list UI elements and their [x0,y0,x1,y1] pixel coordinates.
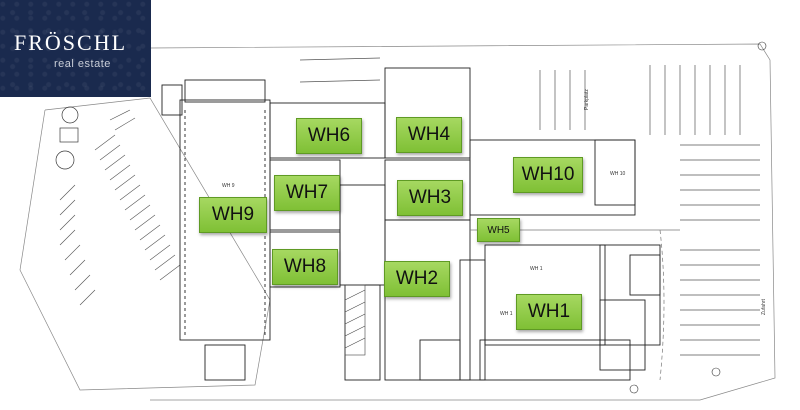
tag-wh3-label: WH3 [408,187,452,208]
tag-wh5[interactable]: WH5 [477,218,520,242]
west-boundary [19,97,271,391]
tag-wh8-label: WH8 [283,256,327,277]
tag-wh3[interactable]: WH3 [397,180,463,216]
label-street-north: Parkplatz [584,89,590,110]
label-wh9-inner: WH 9 [222,183,235,189]
tag-wh6-label: WH6 [307,125,351,146]
west-parking [59,109,181,306]
site-boundary [149,43,776,401]
tag-wh2[interactable]: WH2 [384,261,450,297]
tag-wh1[interactable]: WH1 [516,294,582,330]
north-parking [299,57,760,356]
logo-tagline: real estate [54,58,111,70]
tag-wh6[interactable]: WH6 [296,118,362,154]
building-east [469,139,661,381]
tag-wh8[interactable]: WH8 [272,249,338,285]
label-wh1-inner-a: WH 1 [530,266,543,272]
tag-wh4-label: WH4 [407,124,451,145]
tag-wh4[interactable]: WH4 [396,117,462,153]
hatched-strip [344,284,366,356]
tag-wh10-label: WH10 [521,164,575,185]
label-wh1-inner-b: WH 1 [500,311,513,317]
building-central [269,67,486,381]
froschl-logo: FRÖSCHL real estate [0,0,151,97]
label-street-east: Zufahrt [761,299,767,315]
tag-wh9[interactable]: WH9 [199,197,267,233]
logo-name: FRÖSCHL [14,30,128,55]
tag-wh7[interactable]: WH7 [274,175,340,211]
label-wh10-inner: WH 10 [610,171,626,177]
east-road [659,229,665,381]
tag-wh1-label: WH1 [527,301,571,322]
tag-wh7-label: WH7 [285,182,329,203]
tag-wh10[interactable]: WH10 [513,157,583,193]
tag-wh2-label: WH2 [395,268,439,289]
tag-wh9-label: WH9 [211,204,255,225]
tag-wh5-label: WH5 [487,224,510,236]
roundabout [61,106,79,124]
